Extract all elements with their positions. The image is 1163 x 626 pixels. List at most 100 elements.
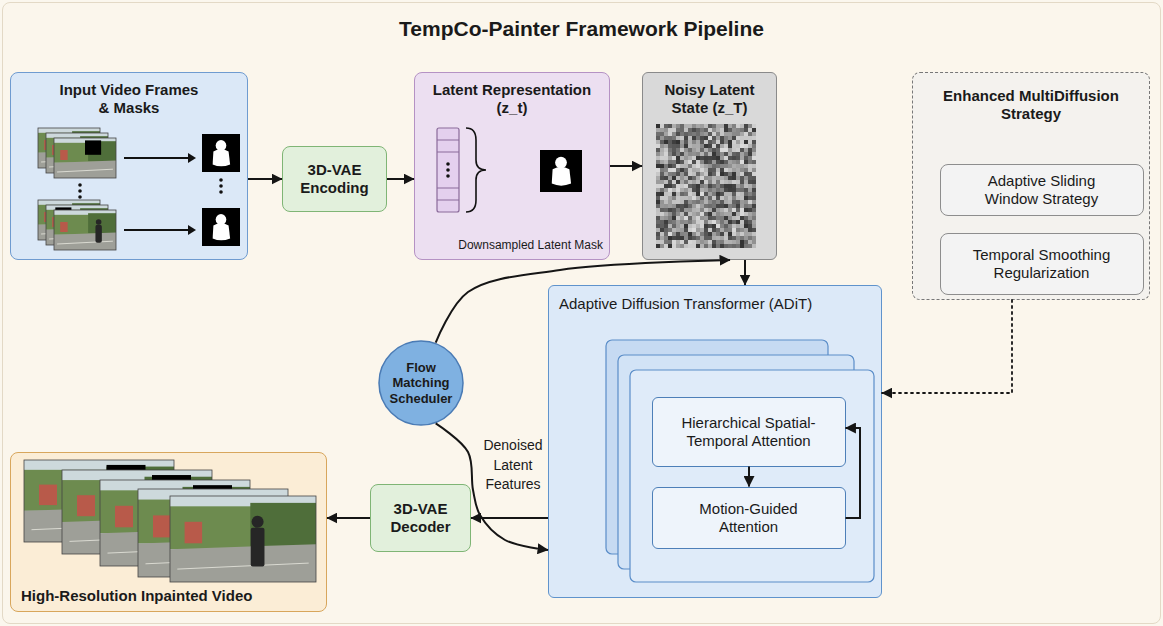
noise-cell (700, 136, 704, 140)
noise-cell (724, 216, 728, 220)
noise-cell (704, 200, 708, 204)
noise-cell (668, 124, 672, 128)
noise-cell (720, 212, 724, 216)
noise-cell (740, 244, 744, 248)
noise-cell (728, 132, 732, 136)
node-label: Hierarchical Spatial-Temporal Attention (661, 414, 837, 450)
noise-cell (656, 216, 660, 220)
noise-cell (692, 236, 696, 240)
noise-cell (688, 208, 692, 212)
noise-cell (684, 220, 688, 224)
noise-cell (672, 136, 676, 140)
noise-cell (736, 236, 740, 240)
noise-cell (712, 140, 716, 144)
frame-sign (153, 515, 171, 537)
noise-cell (688, 204, 692, 208)
mask-hole (85, 140, 101, 154)
noise-cell (672, 204, 676, 208)
frame-sign (115, 505, 133, 527)
noise-cell (716, 196, 720, 200)
noise-cell (720, 232, 724, 236)
latent-panel: Latent Representation (z_t)Downsampled L… (414, 72, 610, 260)
noise-cell (684, 156, 688, 160)
noise-cell (692, 224, 696, 228)
noise-cell (704, 160, 708, 164)
node-label: Enhanced MultiDiffusion Strategy (923, 87, 1139, 123)
noise-cell (712, 216, 716, 220)
noise-cell (672, 172, 676, 176)
noise-cell (696, 232, 700, 236)
noise-cell (696, 140, 700, 144)
noise-cell (696, 224, 700, 228)
mask-image (202, 208, 240, 246)
noise-cell (664, 216, 668, 220)
noise-cell (720, 208, 724, 212)
noise-cell (708, 224, 712, 228)
noise-cell (712, 244, 716, 248)
noise-cell (732, 152, 736, 156)
noise-cell (688, 224, 692, 228)
noise-cell (716, 236, 720, 240)
noise-cell (752, 236, 756, 240)
noise-cell (692, 156, 696, 160)
noise-cell (748, 184, 752, 188)
noise-cell (700, 124, 704, 128)
noise-cell (672, 232, 676, 236)
noise-cell (736, 152, 740, 156)
noise-cell (748, 136, 752, 140)
noise-cell (696, 128, 700, 132)
noise-cell (696, 216, 700, 220)
noise-cell (708, 220, 712, 224)
noise-cell (656, 172, 660, 176)
noise-cell (668, 236, 672, 240)
attention-box: Motion-Guided Attention (652, 487, 846, 549)
noise-cell (716, 152, 720, 156)
noise-cell (672, 144, 676, 148)
noise-cell (716, 128, 720, 132)
noise-cell (700, 220, 704, 224)
noise-cell (664, 204, 668, 208)
noise-cell (736, 212, 740, 216)
noise-cell (720, 152, 724, 156)
noise-cell (672, 220, 676, 224)
noise-cell (668, 224, 672, 228)
noise-cell (704, 124, 708, 128)
noise-cell (696, 124, 700, 128)
road-line (177, 563, 308, 569)
noise-cell (660, 192, 664, 196)
brace (466, 128, 486, 212)
noise-cell (688, 156, 692, 160)
noise-cell (720, 156, 724, 160)
noise-cell (676, 160, 680, 164)
noise-cell (744, 212, 748, 216)
noise-cell (744, 144, 748, 148)
noise-cell (704, 164, 708, 168)
noise-cell (672, 200, 676, 204)
node-label: Adaptive Sliding Window Strategy (962, 172, 1122, 208)
noise-cell (720, 164, 724, 168)
noise-cell (664, 188, 668, 192)
noise-cell (704, 148, 708, 152)
noise-cell (736, 184, 740, 188)
noise-cell (708, 168, 712, 172)
noise-cell (692, 244, 696, 248)
noise-cell (684, 180, 688, 184)
noise-cell (712, 176, 716, 180)
noise-cell (744, 208, 748, 212)
noise-cell (692, 144, 696, 148)
noise-cell (712, 148, 716, 152)
noise-cell (672, 212, 676, 216)
noise-cell (660, 124, 664, 128)
noise-cell (676, 168, 680, 172)
noise-cell (728, 216, 732, 220)
noise-cell (732, 204, 736, 208)
noise-cell (728, 124, 732, 128)
noise-cell (752, 160, 756, 164)
noise-cell (656, 224, 660, 228)
ellipsis-dot (446, 168, 450, 172)
noise-cell (676, 128, 680, 132)
strategy-box: Temporal Smoothing Regularization (940, 233, 1144, 295)
noise-cell (716, 192, 720, 196)
noise-cell (716, 220, 720, 224)
noise-cell (724, 212, 728, 216)
